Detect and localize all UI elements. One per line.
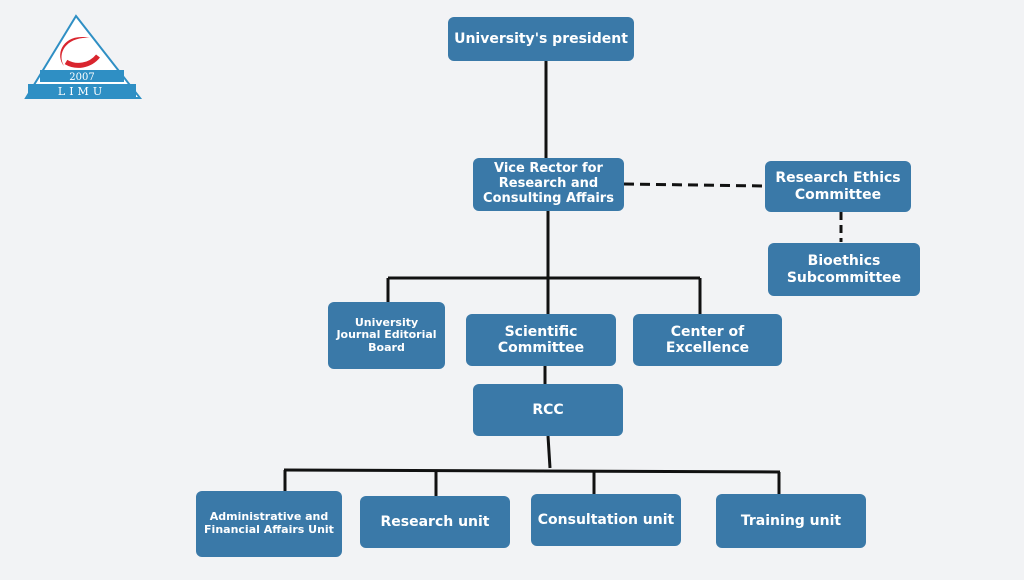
box-rcc: RCC <box>473 384 623 436</box>
box-scientific: Scientific Committee <box>466 314 616 366</box>
box-vice-rector: Vice Rector for Research and Consulting … <box>473 158 624 211</box>
box-journal: University Journal Editorial Board <box>328 302 445 369</box>
line-vicerector-ethics <box>623 182 767 188</box>
box-excellence: Center of Excellence <box>633 314 782 366</box>
box-consultation: Consultation unit <box>531 494 681 546</box>
logo-year: 2007 <box>69 72 94 83</box>
line-level4-bar <box>283 468 781 474</box>
box-president: University's president <box>448 17 634 61</box>
box-admin: Administrative and Financial Affairs Uni… <box>196 491 342 557</box>
logo-year-band <box>40 70 124 82</box>
box-research-ethics: Research Ethics Committee <box>765 161 911 212</box>
box-training: Training unit <box>716 494 866 548</box>
logo-name: LIMU <box>58 85 106 98</box>
box-research-unit: Research unit <box>360 496 510 548</box>
logo-name-band <box>28 84 136 98</box>
line-rcc-down <box>546 435 552 469</box>
box-bioethics: Bioethics Subcommittee <box>768 243 920 296</box>
limu-logo: 2007 LIMU <box>24 14 143 99</box>
